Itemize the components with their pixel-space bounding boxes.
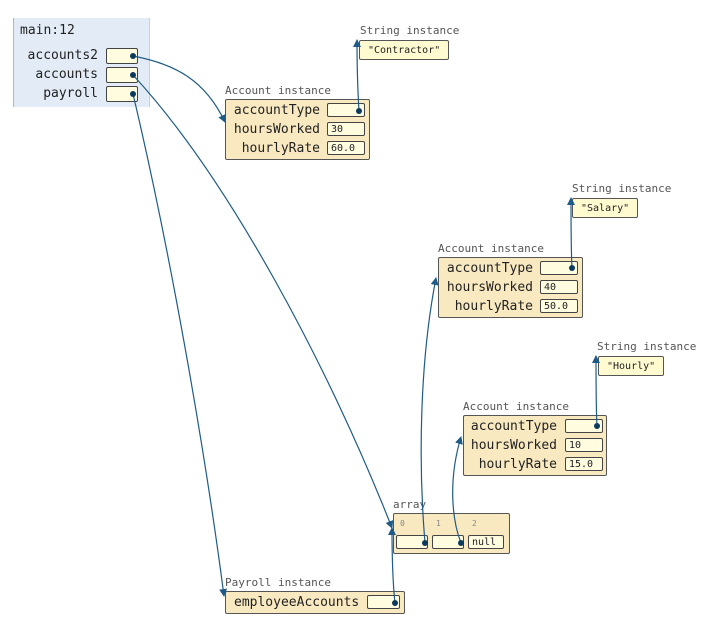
pointer-dot-array0 [422,540,428,546]
string-contractor-value: "Contractor" [359,40,450,60]
arrow-account-to-string-hourly [592,355,601,427]
value-hoursWorked: 30 [327,122,365,136]
pointer-dot-payroll [130,91,136,97]
field-accountType: accountType [233,103,320,118]
payroll-object [225,591,405,614]
arrow-payroll-to-payroll [132,93,228,597]
value-accountType [327,103,365,117]
arrow-array1-to-account [452,436,463,544]
pointer-dot-contractor-type [356,108,362,114]
accounts2-reference-slot [106,48,138,64]
pointer-dot-accounts [130,72,136,78]
accounts-reference-slot [106,67,138,83]
arrow-account-to-string-contractor [353,39,362,112]
account-salary-label: Account instance [438,242,544,255]
string-salary-label: String instance [572,182,672,195]
pointer-dot-hourly-type [594,423,600,429]
variable-payroll: payroll [43,86,98,101]
pointer-dot-accounts2 [130,53,136,59]
variable-accounts: accounts [35,67,98,82]
account-hourly-label: Account instance [463,400,569,413]
string-contractor-label: String instance [360,24,460,37]
arrow-account-to-string-salary [567,197,576,269]
array-cell-2: null [468,535,504,549]
field-hoursWorked: hoursWorked [470,438,557,453]
field-accountType: accountType [470,419,557,434]
frame-title: main:12 [20,23,75,38]
field-hoursWorked: hoursWorked [233,122,320,137]
value-hourlyRate: 50.0 [540,299,578,313]
array-label: array [393,498,427,511]
value-hourlyRate: 15.0 [565,457,603,471]
pointer-dot-employeeAccounts [392,600,398,606]
string-hourly-label: String instance [597,340,697,353]
payroll-reference-slot [106,86,138,102]
value-accountType [565,419,603,433]
field-hourlyRate: hourlyRate [478,457,557,472]
pointer-dot-salary-type [569,265,575,271]
field-hourlyRate: hourlyRate [454,299,533,314]
value-employeeAccounts [367,595,400,609]
value-accountType [540,261,578,275]
value-hoursWorked: 40 [540,280,578,294]
field-hoursWorked: hoursWorked [446,280,533,295]
value-hourlyRate: 60.0 [327,141,365,155]
arrow-array0-to-account [420,277,439,544]
array-index-2: 2 [472,519,477,528]
string-salary-value: "Salary" [572,198,639,218]
account-contractor-label: Account instance [225,84,331,97]
value-hoursWorked: 10 [565,438,603,452]
arrow-accounts-to-array [132,74,394,529]
field-employeeAccounts: employeeAccounts [234,595,360,610]
field-hourlyRate: hourlyRate [241,141,320,156]
variable-accounts2: accounts2 [27,48,98,63]
array-index-1: 1 [436,519,441,528]
arrow-employeeAccounts-to-array [388,527,397,604]
array-index-0: 0 [400,519,405,528]
string-hourly-value: "Hourly" [598,356,665,376]
field-accountType: accountType [446,261,533,276]
arrow-accounts2-to-account [132,55,226,123]
pointer-dot-array1 [458,540,464,546]
payroll-label: Payroll instance [225,576,331,589]
